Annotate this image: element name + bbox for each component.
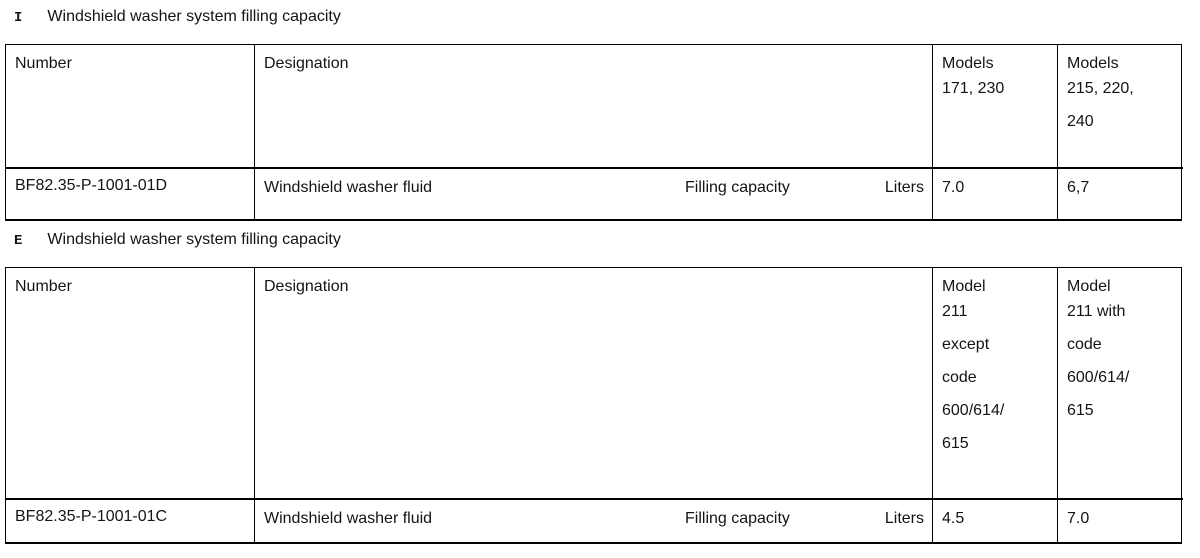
capacity-table-1: Number Designation Models 171, 230 Model… xyxy=(5,44,1183,221)
section-heading-2: E Windshield washer system filling capac… xyxy=(5,231,1200,249)
designation-text: Windshield washer fluid xyxy=(264,510,433,527)
capacity-table-2: Number Designation Model 211 except code… xyxy=(5,267,1183,544)
value-cell-model-211-with: 7.0 xyxy=(1057,498,1183,542)
part-number-cell: BF82.35-P-1001-01C xyxy=(6,498,254,542)
property-label: Filling capacity xyxy=(685,510,790,527)
designation-text: Windshield washer fluid xyxy=(264,179,433,196)
unit-label: Liters xyxy=(884,179,924,196)
designation-cell: Windshield washer fluid Filling capacity… xyxy=(254,167,932,219)
col-header-model-211-with-code: Model 211 with code 600/614/ 615 xyxy=(1057,268,1183,498)
designation-cell: Windshield washer fluid Filling capacity… xyxy=(254,498,932,542)
value-cell-models-171-230: 7.0 xyxy=(932,167,1057,219)
col-header-models-215-220-240: Models 215, 220, 240 xyxy=(1057,45,1183,167)
col-header-designation: Designation xyxy=(254,268,932,498)
col-header-designation: Designation xyxy=(254,45,932,167)
section-letter: E xyxy=(14,233,23,249)
property-label: Filling capacity xyxy=(685,179,790,196)
value-cell-models-215-220-240: 6,7 xyxy=(1057,167,1183,219)
col-header-number: Number xyxy=(15,55,72,72)
col-header-number: Number xyxy=(15,278,72,295)
unit-label: Liters xyxy=(884,510,924,527)
section-title: Windshield washer system filling capacit… xyxy=(47,231,341,248)
col-header-models-171-230: Models 171, 230 xyxy=(932,45,1057,167)
section-title: Windshield washer system filling capacit… xyxy=(47,8,341,25)
col-header-model-211-except-code: Model 211 except code 600/614/ 615 xyxy=(932,268,1057,498)
value-cell-model-211-except: 4.5 xyxy=(932,498,1057,542)
section-letter: I xyxy=(14,10,23,26)
section-heading-1: I Windshield washer system filling capac… xyxy=(5,8,1200,26)
part-number-cell: BF82.35-P-1001-01D xyxy=(6,167,254,219)
